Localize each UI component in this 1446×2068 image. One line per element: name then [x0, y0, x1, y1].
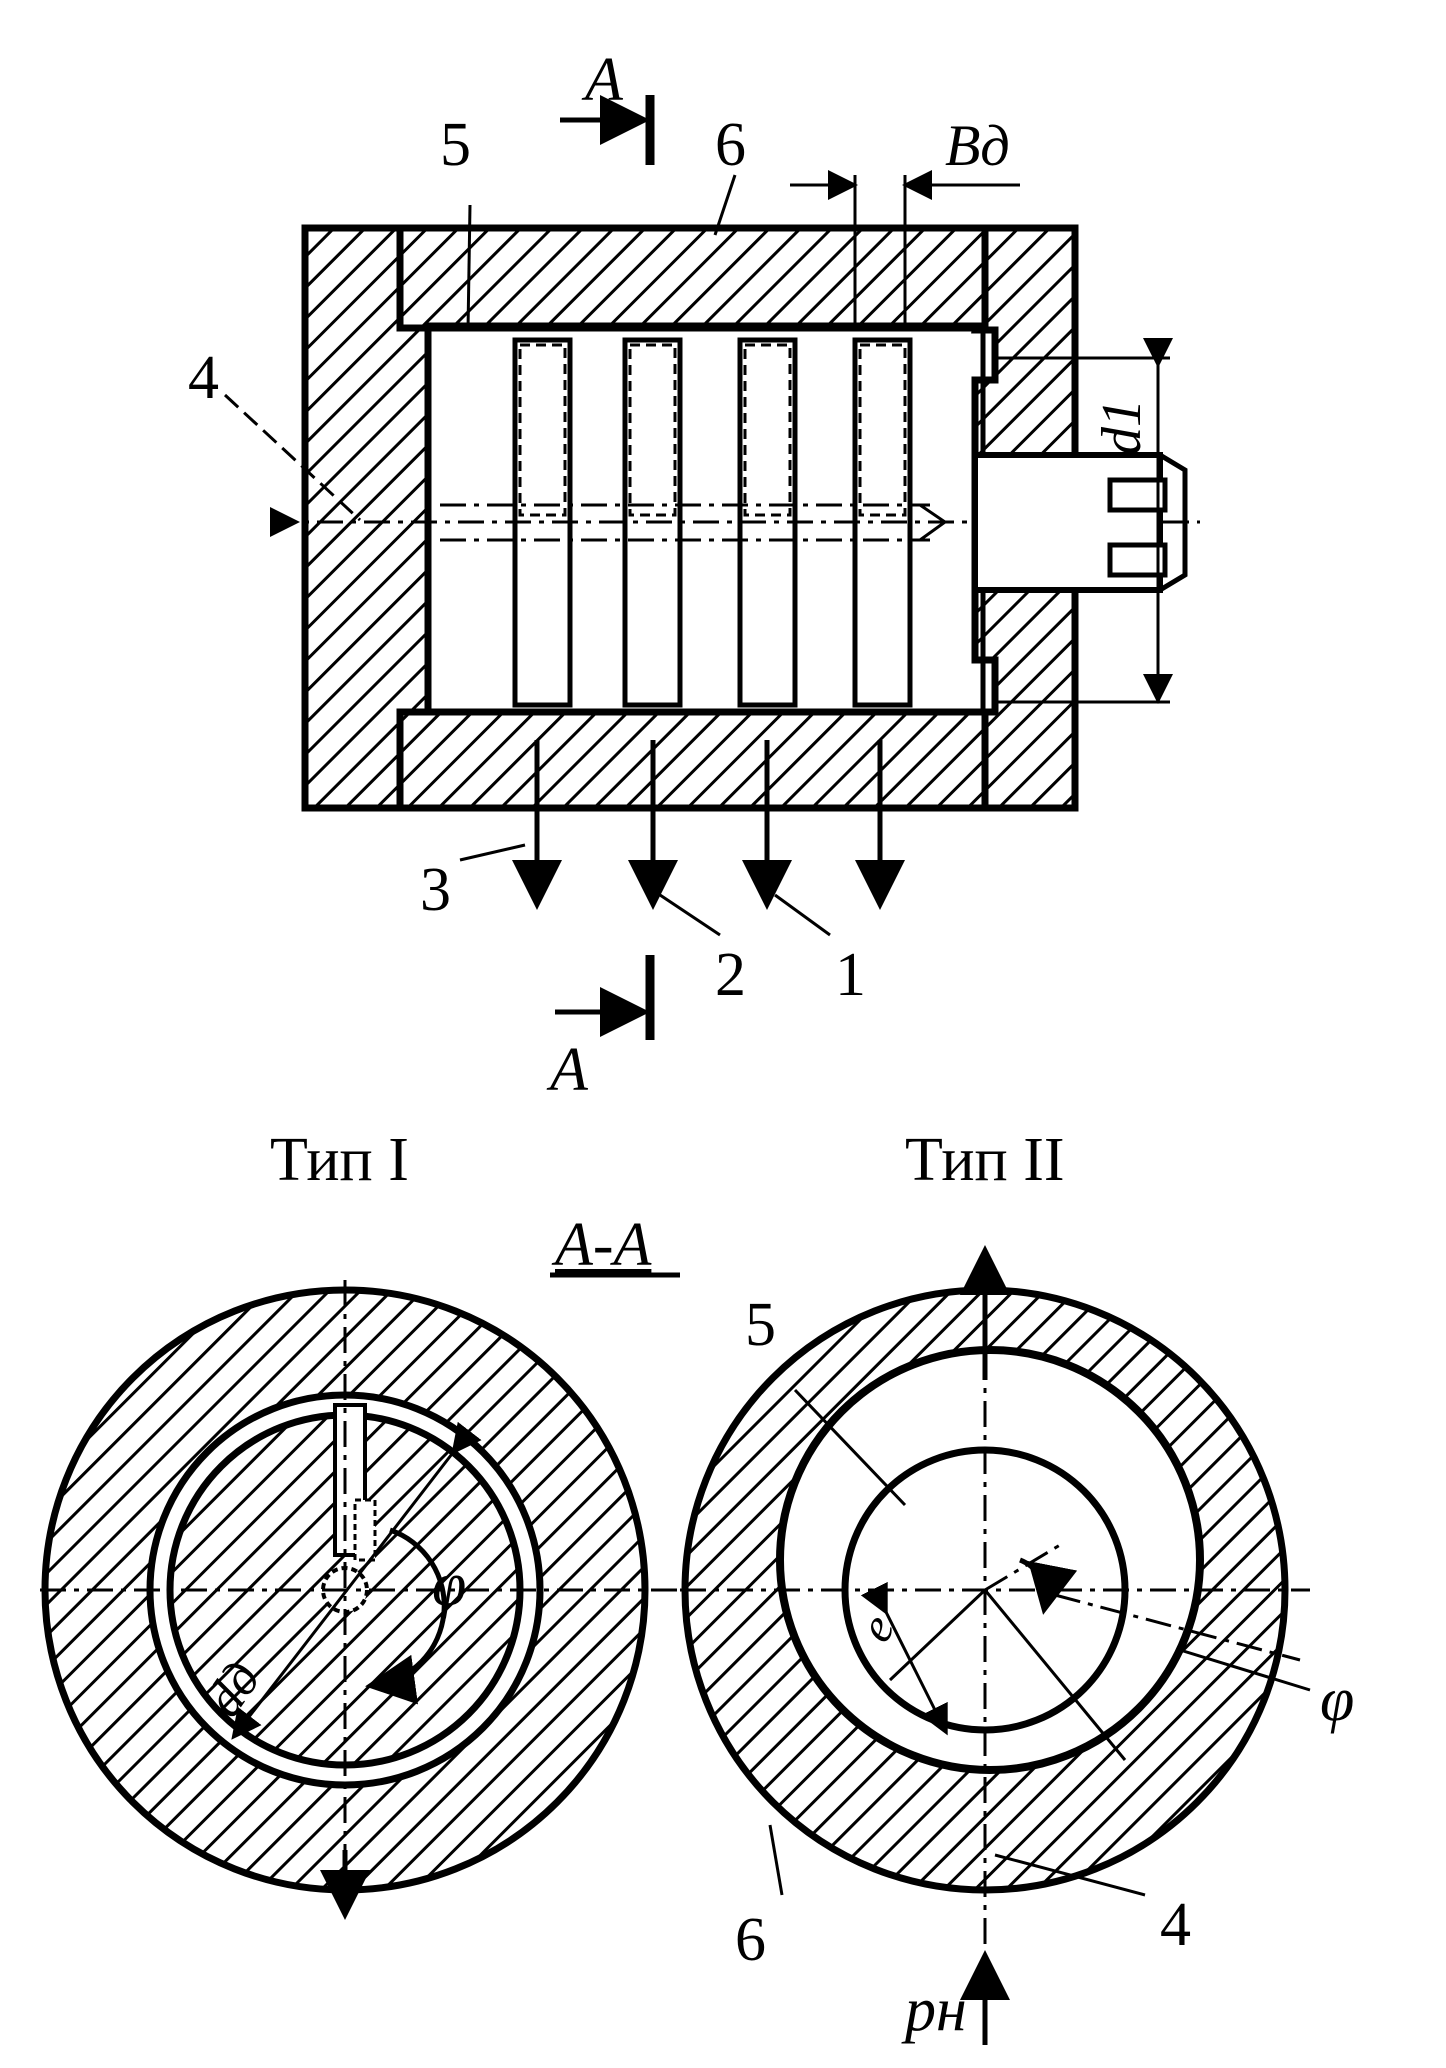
section-a-top-label: A	[581, 46, 624, 114]
label-6-bottom: 6	[735, 1906, 766, 1974]
axis-arrow	[270, 507, 300, 537]
phi-arc-2	[1019, 1557, 1078, 1615]
section-marker-top: A	[560, 46, 655, 165]
outlet-arrows	[512, 740, 905, 910]
section-a-bottom-label: A	[546, 1036, 589, 1104]
type-2-label: Тип II	[905, 1126, 1064, 1194]
pn-label: pн	[901, 1976, 967, 2044]
type-1-label: Тип I	[270, 1126, 409, 1194]
leader-2	[659, 893, 721, 937]
dd-dimension-line	[231, 1421, 482, 1740]
leader-1	[774, 893, 831, 937]
phi-arc-1	[365, 1527, 447, 1705]
leader-5-bottom	[793, 1388, 907, 1507]
label-5-bottom: 5	[745, 1291, 776, 1359]
leader-3	[459, 843, 526, 862]
label-3: 3	[420, 856, 451, 924]
sleeve-top	[396, 224, 989, 332]
section-aa-label: A-A	[551, 1211, 653, 1279]
leader-5-top	[466, 204, 472, 331]
cross-section-type-1: dд φ	[40, 1280, 680, 1920]
longitudinal-section: d1 Bд A A 3	[188, 46, 1200, 1104]
bd-dimension: Bд	[790, 113, 1020, 330]
phi-label-1: φ	[432, 1551, 466, 1619]
e-dimension	[860, 1581, 948, 1736]
label-6-top: 6	[715, 111, 746, 179]
label-1: 1	[835, 941, 866, 1009]
section-marker-bottom: A	[546, 955, 655, 1104]
sleeve-bottom	[396, 708, 989, 812]
label-4-bottom: 4	[1160, 1891, 1191, 1959]
label-2: 2	[715, 941, 746, 1009]
leader-6-top	[713, 174, 737, 236]
leader-6-bottom	[768, 1824, 784, 1896]
phi-label-2: φ	[1320, 1666, 1354, 1734]
label-5-top: 5	[440, 111, 471, 179]
label-4-top: 4	[188, 344, 219, 412]
bd-label: Bд	[945, 113, 1010, 178]
leader-4-top	[223, 393, 362, 522]
leader-4-bottom	[994, 1853, 1146, 1897]
d1-dimension: d1	[995, 338, 1173, 704]
shaft-end	[972, 452, 1188, 593]
cross-section-type-2: e φ 5 6 4 pн	[680, 1245, 1354, 2045]
d1-label: d1	[1091, 399, 1153, 455]
